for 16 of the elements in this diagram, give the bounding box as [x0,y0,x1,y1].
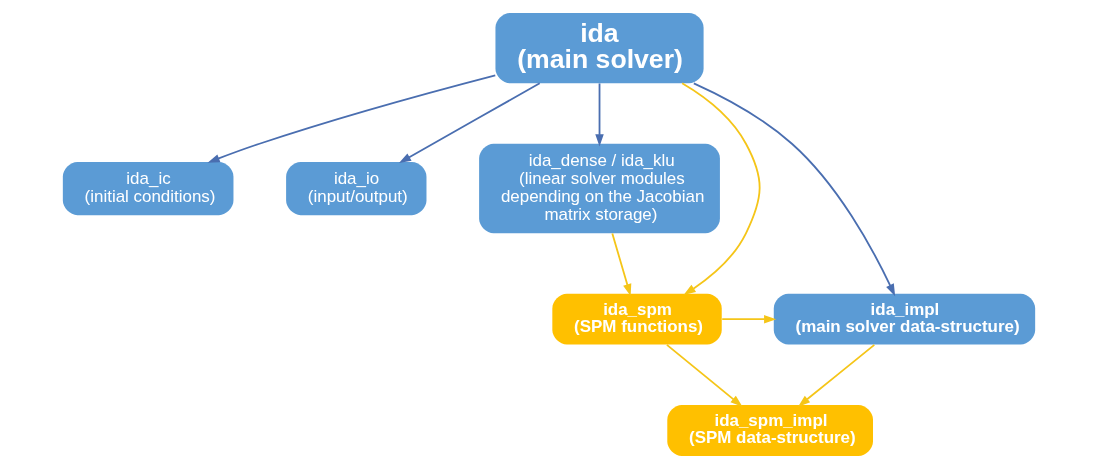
arrow [610,232,631,297]
node-box: ida_io (input/output) [285,161,426,216]
node-box: ida_dense / ida_klu (linear solver modules depending on the Jacobian matrix storage) [478,143,720,234]
arrow [665,343,742,407]
node-box: ida (main solver) [494,13,704,84]
arrow [797,343,875,407]
arrow [680,82,761,296]
arrow [207,74,496,163]
node-box: ida_spm_impl (SPM data-structure) [666,405,873,456]
node-box: ida_impl (main solver data-structure) [773,293,1035,345]
node-box: ida_spm (SPM functions) [551,293,722,345]
arrow [692,82,895,297]
arrow [720,314,776,324]
node-box: ida_ic (initial conditions) [62,161,233,216]
arrow [398,82,541,164]
arrow [594,82,604,147]
